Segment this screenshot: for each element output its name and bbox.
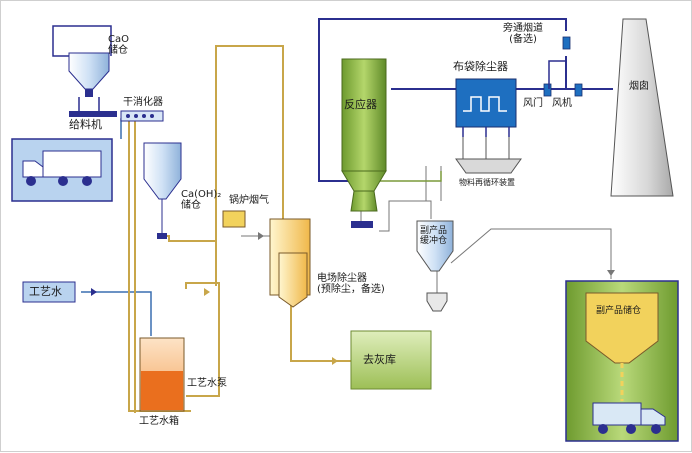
bypass-line [548, 60, 566, 89]
ash-storage [350, 330, 432, 390]
arrow-icon [258, 232, 264, 240]
byproduct-buffer-label: 副产品 缓冲仓 [420, 226, 448, 246]
chimney-label: 烟囱 [629, 81, 649, 92]
reactor-injection-line [379, 171, 442, 182]
esp-label: 电场除尘器 (预除尘，备选) [317, 273, 385, 295]
recycle-device [455, 137, 522, 174]
caoh-silo [143, 142, 182, 239]
fan-label: 风机 [552, 98, 572, 109]
boiler-flue-label: 锅炉烟气 [229, 195, 269, 206]
byproduct-storage-label: 副产品储仓 [596, 306, 642, 316]
reactor [341, 58, 387, 228]
digester [120, 110, 164, 122]
process-water-tank [139, 337, 185, 412]
cao-feed-line [52, 25, 112, 57]
feeder [69, 97, 117, 117]
process-water-box [22, 281, 76, 303]
process-water-tank-label: 工艺水箱 [139, 416, 179, 427]
chimney [610, 18, 674, 197]
cao-silo-label: CaO 储仓 [108, 34, 129, 56]
arrow-icon [332, 357, 338, 365]
truck-loading-box [11, 138, 113, 202]
arrow-icon [607, 270, 615, 276]
ash-storage-label: 去灰库 [363, 353, 396, 366]
byproduct-buffer [416, 220, 454, 312]
boiler-flue-box [222, 210, 246, 228]
digester-label: 干消化器 [123, 97, 163, 108]
bypass-valves [543, 36, 583, 97]
cao-silo [68, 52, 110, 97]
bag-filter-label: 布袋除尘器 [453, 60, 508, 73]
caoh-silo-label: Ca(OH)₂ 储仓 [181, 189, 222, 211]
feeder-label: 给料机 [69, 118, 102, 131]
arrow-icon [204, 288, 210, 296]
reactor-label: 反应器 [344, 98, 377, 111]
byproduct-storage-box [565, 280, 679, 442]
damper-label: 风门 [523, 98, 543, 109]
process-water-label: 工艺水 [29, 285, 62, 298]
bag-filter [455, 78, 517, 137]
esp [269, 218, 311, 308]
arrow-icon [91, 288, 97, 296]
process-water-pump-label: 工艺水泵 [187, 378, 227, 389]
recycle-device-label: 物料再循环装置 [459, 178, 515, 187]
bypass-flue-label: 旁通烟道 (备选) [503, 23, 543, 45]
flow-arrows [91, 232, 615, 365]
